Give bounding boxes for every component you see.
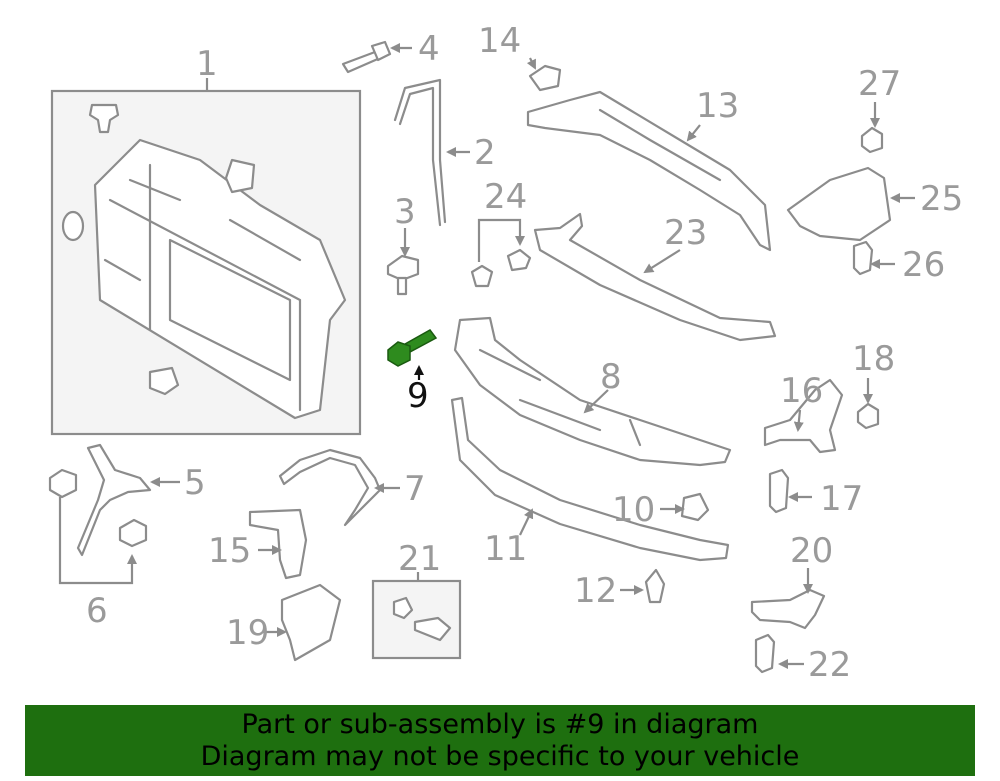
part-20-bracket: [750, 588, 826, 630]
leader-arrows: [150, 43, 915, 669]
part-1-radiator-support: [50, 78, 362, 436]
banner-line-1: Part or sub-assembly is #9 in diagram: [241, 709, 759, 740]
callout-8: 8: [600, 357, 622, 397]
callout-17: 17: [820, 479, 863, 519]
part-19-bracket: [280, 583, 342, 662]
callout-14: 14: [478, 21, 521, 61]
callout-2: 2: [474, 133, 496, 173]
callout-12: 12: [574, 571, 617, 611]
callout-21: 21: [398, 539, 441, 579]
callout-27: 27: [858, 64, 901, 104]
part-26-screw: [852, 240, 874, 276]
part-13-shield: [526, 90, 772, 252]
part-23-deflector: [533, 212, 777, 342]
callout-1: 1: [196, 44, 218, 84]
part-7-bracket: [278, 448, 382, 527]
part-3-clip: [386, 254, 420, 296]
part-4-bolt: [341, 40, 392, 74]
callout-5: 5: [184, 463, 206, 503]
callout-16: 16: [780, 371, 823, 411]
callout-13: 13: [696, 86, 739, 126]
part-9-bolt-highlighted: [387, 329, 438, 380]
callout-15: 15: [208, 531, 251, 571]
callout-19: 19: [226, 613, 269, 653]
callout-4: 4: [418, 29, 440, 69]
part-10-nut: [680, 492, 710, 522]
callout-22: 22: [808, 645, 851, 685]
part-15-bracket: [248, 508, 308, 580]
parts-diagram: 1 2 3 4 5 6 7 8 9 10 11 12 13 14 15 16 1…: [48, 21, 963, 685]
callout-labels: 1 2 3 4 5 6 7 8 9 10 11 12 13 14 15 16 1…: [86, 21, 963, 685]
banner-line-2: Diagram may not be specific to your vehi…: [200, 741, 800, 772]
callout-26: 26: [902, 245, 945, 285]
part-24-clips: [470, 218, 532, 288]
part-2-seal: [393, 78, 447, 227]
part-25-shield: [786, 166, 892, 242]
callout-9: 9: [407, 376, 429, 416]
callout-20: 20: [790, 531, 833, 571]
callout-6: 6: [86, 591, 108, 631]
part-8-absorber: [453, 316, 732, 467]
part-22-screw: [754, 633, 776, 674]
info-banner: Part or sub-assembly is #9 in diagram Di…: [25, 705, 975, 776]
part-11-valance: [450, 396, 730, 562]
part-5-6-bracket: [48, 443, 152, 585]
part-16-bracket: [763, 378, 844, 454]
part-21-screw-kit: [371, 572, 462, 660]
callout-3: 3: [394, 192, 416, 232]
callout-18: 18: [852, 339, 895, 379]
callout-7: 7: [404, 469, 426, 509]
part-12-pin: [644, 568, 666, 604]
part-17-screw: [768, 468, 790, 514]
callout-24: 24: [484, 177, 527, 217]
part-18-nut: [856, 402, 880, 430]
callout-10: 10: [612, 490, 655, 530]
callout-25: 25: [920, 179, 963, 219]
part-14-clip: [528, 64, 562, 92]
callout-23: 23: [664, 213, 707, 253]
part-27-nut: [860, 126, 884, 154]
callout-11: 11: [484, 529, 527, 569]
